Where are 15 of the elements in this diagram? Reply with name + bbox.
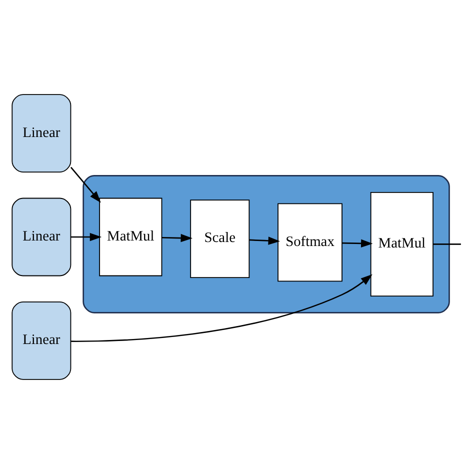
node-box: Softmax	[278, 203, 342, 282]
arrow	[71, 274, 372, 342]
cluster	[82, 175, 450, 314]
arrow	[162, 234, 192, 242]
arrow	[70, 232, 102, 242]
arrow	[249, 236, 280, 245]
arrow	[70, 166, 101, 203]
node-box: MatMul	[99, 198, 162, 276]
node-box: Linear	[12, 301, 72, 380]
node-box: Linear	[12, 94, 72, 173]
node-box: Linear	[12, 198, 72, 276]
connector	[433, 244, 461, 245]
node-box: Scale	[190, 200, 250, 278]
arrow	[342, 239, 373, 248]
node-box: MatMul	[370, 192, 434, 296]
